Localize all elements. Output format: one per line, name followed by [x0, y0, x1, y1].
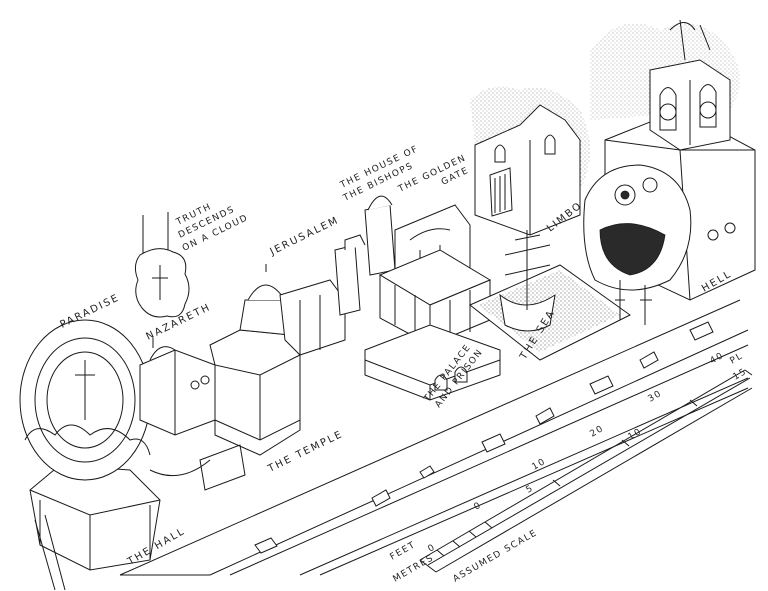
ship — [499, 230, 556, 332]
stage-platform — [119, 299, 749, 576]
scale-feet-tick-30: 30 — [647, 389, 665, 405]
assumed-scale — [419, 369, 753, 573]
jerusalem-structure — [279, 234, 366, 356]
hell-mouth — [583, 164, 692, 291]
truth-cloud — [134, 212, 190, 318]
temple-structure — [149, 264, 301, 491]
nazareth-structure — [139, 338, 216, 436]
scale-metres-tick-0: 0 — [427, 542, 438, 554]
scale-metres-tick-10: 10 — [627, 427, 645, 443]
scale-end-label: PL — [729, 351, 746, 366]
paradise-hall-structure — [19, 319, 161, 591]
scale-feet-tick-10: 10 — [531, 457, 549, 473]
scale-metres-tick-5: 5 — [525, 483, 536, 495]
scale-feet-tick-20: 20 — [589, 424, 607, 440]
hell-structure — [583, 19, 756, 325]
scale-feet-tick-0: 0 — [473, 500, 484, 512]
limbo-structure — [470, 86, 590, 236]
scale-title: ASSUMED SCALE — [452, 528, 540, 585]
scale-feet-tick-40: 40 — [709, 351, 727, 367]
label-jerusalem: JERUSALEM — [268, 215, 342, 258]
sea-structure — [469, 230, 631, 361]
palace-structure — [364, 249, 501, 401]
beam-ornaments — [254, 321, 714, 554]
